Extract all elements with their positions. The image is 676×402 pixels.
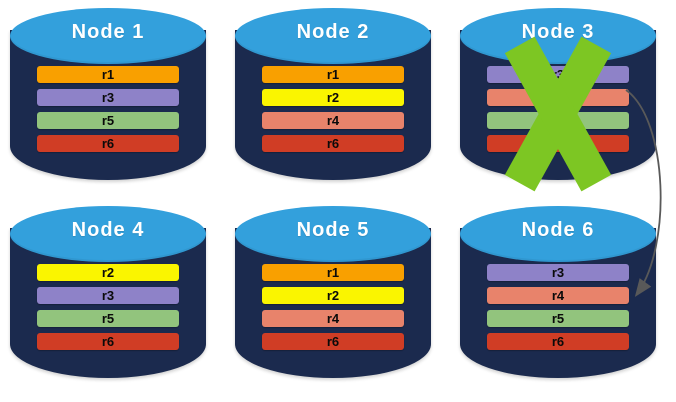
replica-bar[interactable]: r3 [487,66,629,83]
replica-bar[interactable]: r6 [487,333,629,350]
node-cylinder-top [10,206,206,262]
replica-bar[interactable]: r1 [37,66,179,83]
node-cylinder-top [235,206,431,262]
replica-bar[interactable]: r2 [262,287,404,304]
replica-list: r1 r2 r4 r6 [262,264,404,356]
replica-bar[interactable]: r6 [262,135,404,152]
replica-bar[interactable]: r4 [262,310,404,327]
replica-bar[interactable]: r4 [487,89,629,106]
replica-bar[interactable]: r6 [487,135,629,152]
replica-bar[interactable]: r4 [487,287,629,304]
replica-list: r2 r3 r5 r6 [37,264,179,356]
replica-bar[interactable]: r2 [37,264,179,281]
replica-bar[interactable]: r5 [37,112,179,129]
replica-bar[interactable]: r6 [37,333,179,350]
replica-bar[interactable]: r1 [262,66,404,83]
replica-list: r1 r2 r4 r6 [262,66,404,158]
replica-bar[interactable]: r3 [487,264,629,281]
replica-bar[interactable]: r6 [262,333,404,350]
replica-bar[interactable]: r3 [37,287,179,304]
node-cylinder-top [460,8,656,64]
node-cylinder-top [235,8,431,64]
replica-list: r1 r3 r5 r6 [37,66,179,158]
replica-list: r3 r4 r5 r6 [487,66,629,158]
replica-list: r3 r4 r5 r6 [487,264,629,356]
node-cylinder-top [460,206,656,262]
replica-bar[interactable]: r5 [37,310,179,327]
replica-bar[interactable]: r2 [262,89,404,106]
replica-bar[interactable]: r4 [262,112,404,129]
replica-bar[interactable]: r3 [37,89,179,106]
node-cylinder-top [10,8,206,64]
replica-bar[interactable]: r6 [37,135,179,152]
replica-bar[interactable]: r1 [262,264,404,281]
replica-bar[interactable]: r5 [487,310,629,327]
replica-bar[interactable]: r5 [487,112,629,129]
